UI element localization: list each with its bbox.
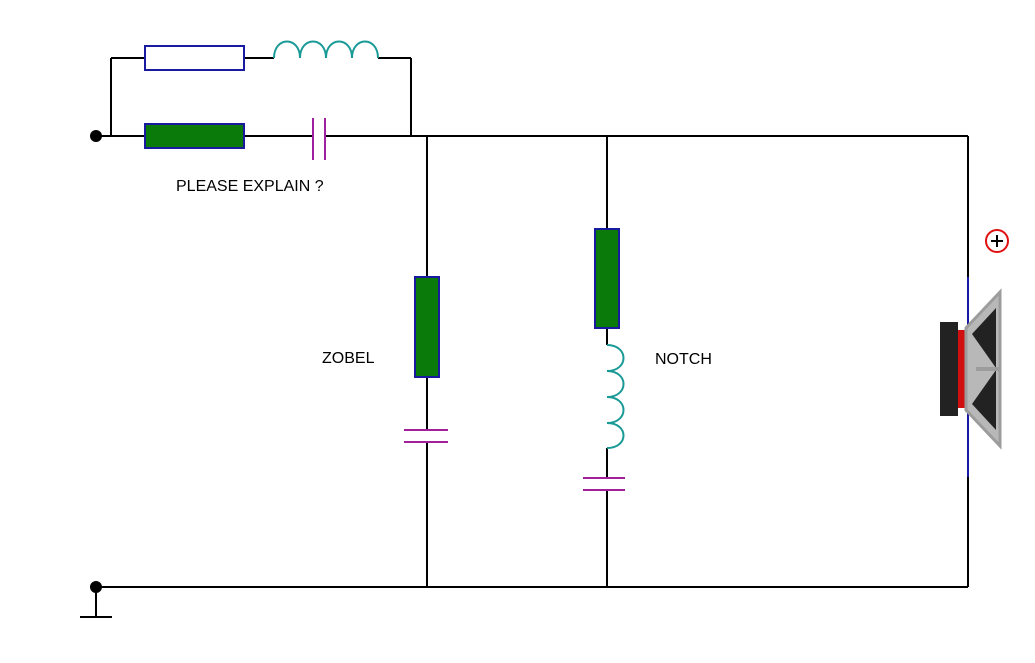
series-upper-inductor: [273, 40, 379, 59]
series-upper-resistor: [144, 45, 245, 71]
notch-label: NOTCH: [655, 351, 712, 368]
series-lower-resistor: [144, 123, 245, 149]
wires: [95, 57, 969, 617]
zobel-label: ZOBEL: [322, 350, 375, 367]
plus-polarity-icon: [985, 229, 1009, 253]
zobel-capacitor: [404, 429, 448, 443]
notch-inductor: [606, 344, 625, 449]
input-terminal-dot: [90, 130, 102, 142]
loudspeaker-icon: [940, 277, 1002, 477]
notch-resistor: [594, 228, 620, 329]
ground-terminal-dot: [90, 581, 102, 593]
zobel-resistor: [414, 276, 440, 378]
series-branch-label: PLEASE EXPLAIN ?: [176, 178, 324, 195]
notch-capacitor: [583, 477, 625, 491]
series-lower-capacitor: [312, 118, 326, 160]
